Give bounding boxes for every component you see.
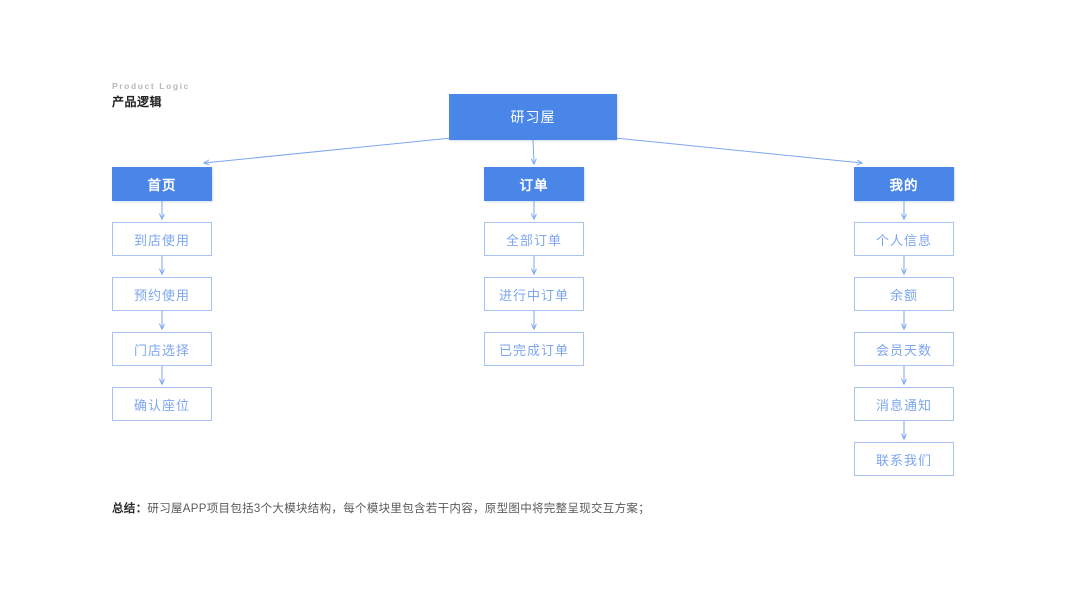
branch-node-orders[interactable]: 订单 <box>484 167 584 201</box>
leaf-node-mine-1[interactable]: 余额 <box>854 277 954 311</box>
branch-node-home[interactable]: 首页 <box>112 167 212 201</box>
node-label: 门店选择 <box>133 342 190 358</box>
page-eyebrow-label: Product Logic <box>112 81 190 91</box>
node-label: 全部订单 <box>505 232 562 248</box>
leaf-node-orders-2[interactable]: 已完成订单 <box>484 332 584 366</box>
link-root-to-orders <box>533 139 534 164</box>
node-label: 个人信息 <box>875 232 932 248</box>
root-node-研习屋[interactable]: 研习屋 <box>449 94 617 140</box>
summary-body: 研习屋APP项目包括3个大模块结构，每个模块里包含若干内容，原型图中将完整呈现交… <box>147 503 651 515</box>
leaf-node-mine-3[interactable]: 消息通知 <box>854 387 954 421</box>
link-root-to-home <box>204 137 452 163</box>
leaf-node-home-0[interactable]: 到店使用 <box>112 222 212 256</box>
node-label: 到店使用 <box>133 232 190 248</box>
node-label: 研习屋 <box>510 109 556 125</box>
leaf-node-mine-2[interactable]: 会员天数 <box>854 332 954 366</box>
leaf-node-home-3[interactable]: 确认座位 <box>112 387 212 421</box>
branch-node-mine[interactable]: 我的 <box>854 167 954 201</box>
summary-text: 总结：研习屋APP项目包括3个大模块结构，每个模块里包含若干内容，原型图中将完整… <box>112 500 650 516</box>
link-root-to-mine <box>614 137 862 163</box>
node-label: 首页 <box>147 178 177 193</box>
node-label: 确认座位 <box>133 397 190 413</box>
node-label: 订单 <box>519 178 549 193</box>
node-label: 我的 <box>889 178 919 193</box>
leaf-node-home-2[interactable]: 门店选择 <box>112 332 212 366</box>
node-label: 已完成订单 <box>498 342 569 358</box>
node-label: 联系我们 <box>875 452 932 468</box>
node-label: 余额 <box>889 287 918 303</box>
leaf-node-orders-1[interactable]: 进行中订单 <box>484 277 584 311</box>
page-header: Product Logic 产品逻辑 <box>112 82 190 108</box>
summary-prefix: 总结： <box>112 503 148 515</box>
leaf-node-orders-0[interactable]: 全部订单 <box>484 222 584 256</box>
node-label: 进行中订单 <box>498 287 569 303</box>
leaf-node-mine-4[interactable]: 联系我们 <box>854 442 954 476</box>
leaf-node-mine-0[interactable]: 个人信息 <box>854 222 954 256</box>
leaf-node-home-1[interactable]: 预约使用 <box>112 277 212 311</box>
node-label: 预约使用 <box>133 287 190 303</box>
node-label: 消息通知 <box>875 397 932 413</box>
node-label: 会员天数 <box>875 342 932 358</box>
page-title: 产品逻辑 <box>112 94 163 109</box>
